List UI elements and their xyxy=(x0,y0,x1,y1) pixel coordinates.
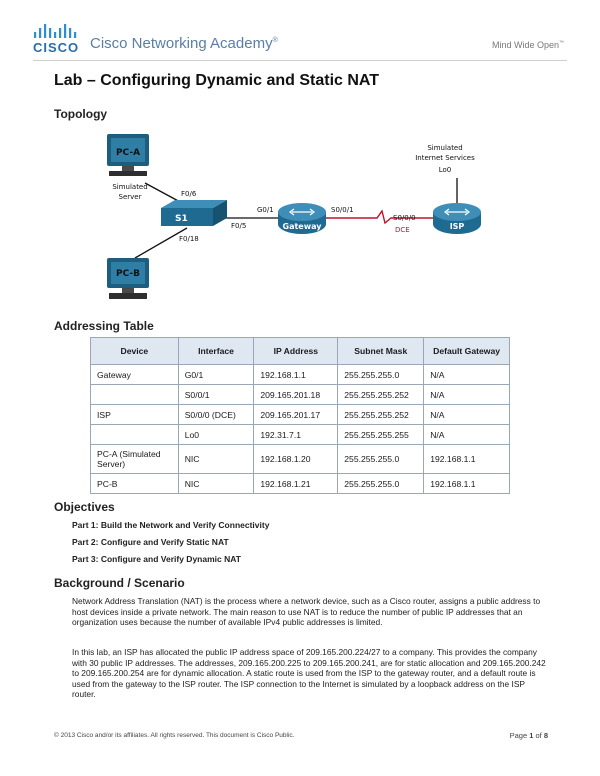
objective-item: Part 3: Configure and Verify Dynamic NAT xyxy=(72,554,241,564)
label-f05: F0/5 xyxy=(231,222,246,230)
router-gateway-icon xyxy=(278,203,326,234)
page-current: 1 xyxy=(529,731,534,740)
table-row: PC-A (Simulated Server) NIC 192.168.1.20… xyxy=(90,444,510,474)
table-cell: S0/0/1 xyxy=(177,384,255,405)
table-cell: PC-B xyxy=(90,473,179,494)
table-cell: G0/1 xyxy=(177,364,255,385)
label-s001: S0/0/1 xyxy=(331,206,354,214)
background-heading: Background / Scenario xyxy=(54,576,185,590)
tagline: Mind Wide Open™ xyxy=(492,40,564,50)
objective-item: Part 1: Build the Network and Verify Con… xyxy=(72,520,270,530)
switch-s1-icon xyxy=(161,200,227,226)
label-g01: G0/1 xyxy=(257,206,274,214)
table-cell: PC-A (Simulated Server) xyxy=(90,444,179,474)
table-row: ISP S0/0/0 (DCE) 209.165.201.17 255.255.… xyxy=(90,404,510,425)
registered-mark: ® xyxy=(272,37,278,44)
topology-heading: Topology xyxy=(54,107,108,121)
page-of: of xyxy=(533,731,544,740)
table-cell: 209.165.201.18 xyxy=(253,384,339,405)
pc-a-sublabel-1: Simulated xyxy=(112,183,147,191)
table-cell: 192.168.1.21 xyxy=(253,473,339,494)
table-cell: N/A xyxy=(423,364,510,385)
header-divider xyxy=(33,60,567,61)
table-cell: 255.255.255.255 xyxy=(337,424,425,445)
table-cell: NIC xyxy=(177,473,255,494)
header-device: Device xyxy=(90,337,179,365)
table-cell: 255.255.255.0 xyxy=(337,444,425,474)
academy-name-text: Cisco Networking Academy xyxy=(90,35,273,52)
table-cell xyxy=(90,424,179,445)
page-title: Lab – Configuring Dynamic and Static NAT xyxy=(54,72,380,89)
objective-item: Part 2: Configure and Verify Static NAT xyxy=(72,537,229,547)
background-paragraph-1: Network Address Translation (NAT) is the… xyxy=(72,596,541,628)
header-mask: Subnet Mask xyxy=(337,337,425,365)
topology-diagram: PC-A Simulated Server PC-B S1 Gateway IS… xyxy=(107,134,481,299)
header-ip: IP Address xyxy=(253,337,339,365)
table-cell: 209.165.201.17 xyxy=(253,404,339,425)
header-interface: Interface xyxy=(177,337,255,365)
table-row: S0/0/1 209.165.201.18 255.255.255.252 N/… xyxy=(90,384,510,405)
switch-s1-label: S1 xyxy=(175,214,188,224)
table-cell: N/A xyxy=(423,384,510,405)
pc-b-icon xyxy=(107,258,149,299)
router-gateway-label: Gateway xyxy=(283,222,323,231)
page-total: 8 xyxy=(543,731,548,740)
table-row: Gateway G0/1 192.168.1.1 255.255.255.0 N… xyxy=(90,364,510,385)
table-cell: 192.168.1.20 xyxy=(253,444,339,474)
table-cell: 192.168.1.1 xyxy=(253,364,339,385)
table-cell: 255.255.255.252 xyxy=(337,404,425,425)
table-cell: 255.255.255.0 xyxy=(337,364,425,385)
router-isp-label: ISP xyxy=(450,222,465,231)
background-paragraph-2: In this lab, an ISP has allocated the pu… xyxy=(72,647,546,700)
tagline-text: Mind Wide Open xyxy=(491,40,559,50)
addressing-table: Device Interface IP Address Subnet Mask … xyxy=(90,337,510,494)
link-gateway-isp xyxy=(325,209,445,225)
addressing-heading: Addressing Table xyxy=(54,319,154,333)
objectives-heading: Objectives xyxy=(54,500,115,514)
router-isp-icon xyxy=(433,203,481,234)
label-inet-1: Simulated xyxy=(427,144,462,152)
footer-page-number: Page 1 of 8 xyxy=(510,731,548,740)
table-cell: 192.168.1.1 xyxy=(423,444,510,474)
trademark-mark: ™ xyxy=(559,40,564,46)
table-cell xyxy=(90,384,179,405)
table-cell: Lo0 xyxy=(177,424,255,445)
table-cell: S0/0/0 (DCE) xyxy=(177,404,255,425)
table-cell: Gateway xyxy=(90,364,179,385)
table-cell: 192.168.1.1 xyxy=(423,473,510,494)
table-header-row: Device Interface IP Address Subnet Mask … xyxy=(90,337,510,365)
table-row: Lo0 192.31.7.1 255.255.255.255 N/A xyxy=(90,424,510,445)
cisco-logo-text: CISCO xyxy=(33,40,80,55)
header-gateway: Default Gateway xyxy=(423,337,510,365)
table-cell: N/A xyxy=(423,424,510,445)
cisco-logo-bars xyxy=(34,24,77,38)
label-f018: F0/18 xyxy=(179,235,199,243)
link-pcb-s1 xyxy=(134,227,188,259)
pc-a-sublabel-2: Server xyxy=(119,193,142,201)
table-cell: NIC xyxy=(177,444,255,474)
table-row: PC-B NIC 192.168.1.21 255.255.255.0 192.… xyxy=(90,473,510,494)
label-s000: S0/0/0 xyxy=(393,214,416,222)
label-lo0: Lo0 xyxy=(439,166,452,174)
label-f06: F0/6 xyxy=(181,190,197,198)
pc-b-label: PC-B xyxy=(116,269,140,279)
table-cell: N/A xyxy=(423,404,510,425)
table-cell: 255.255.255.252 xyxy=(337,384,425,405)
table-cell: 255.255.255.0 xyxy=(337,473,425,494)
pc-a-label: PC-A xyxy=(116,148,140,158)
table-cell: 192.31.7.1 xyxy=(253,424,339,445)
pc-a-icon xyxy=(107,134,149,176)
academy-name: Cisco Networking Academy® xyxy=(90,35,278,52)
label-dce: DCE xyxy=(395,226,410,234)
footer-copyright: © 2013 Cisco and/or its affiliates. All … xyxy=(54,732,295,739)
table-cell: ISP xyxy=(90,404,179,425)
label-inet-2: Internet Services xyxy=(415,154,475,162)
page-prefix: Page xyxy=(509,731,530,740)
